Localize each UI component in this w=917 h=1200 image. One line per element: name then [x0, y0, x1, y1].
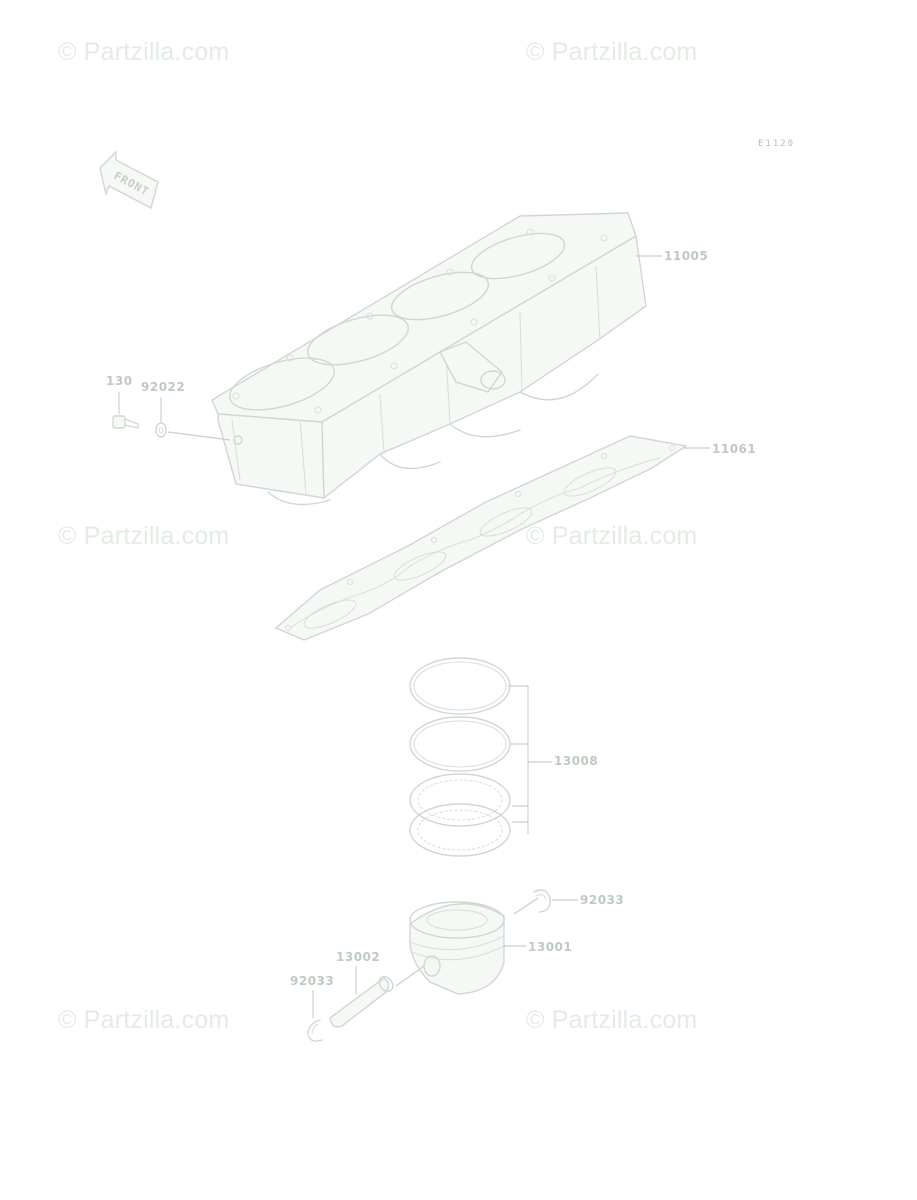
watermark: © Partzilla.com: [526, 522, 698, 550]
diagram-code: E1120: [758, 139, 796, 149]
watermark: © Partzilla.com: [58, 38, 230, 66]
snap-ring-right-icon: [513, 889, 578, 915]
part-number-snap-ring-right[interactable]: 92033: [580, 893, 625, 907]
cylinder-gasket: [274, 435, 688, 641]
part-number-piston[interactable]: 13001: [528, 940, 573, 954]
part-number-piston-pin[interactable]: 13002: [336, 950, 381, 964]
watermark: © Partzilla.com: [526, 1006, 698, 1034]
part-number-snap-ring-left[interactable]: 92033: [290, 974, 335, 988]
piston-pin-icon: [329, 965, 425, 1028]
front-arrow-icon: FRONT: [99, 150, 159, 210]
snap-ring-left-icon: [307, 990, 323, 1042]
watermark: © Partzilla.com: [526, 38, 698, 66]
part-number-cylinder[interactable]: 11005: [664, 249, 709, 263]
part-number-washer[interactable]: 92022: [141, 380, 186, 394]
watermark: © Partzilla.com: [58, 522, 230, 550]
watermark: © Partzilla.com: [58, 1006, 230, 1034]
bolt-icon: [112, 392, 139, 429]
piston-icon: [409, 901, 526, 995]
cylinder-block: [211, 212, 647, 506]
part-number-bolt[interactable]: 130: [106, 374, 133, 388]
washer-icon: [155, 397, 231, 441]
part-number-cylinder-gasket[interactable]: 11061: [712, 442, 757, 456]
piston-ring-set: [409, 657, 552, 857]
part-number-piston-ring-set[interactable]: 13008: [554, 754, 599, 768]
